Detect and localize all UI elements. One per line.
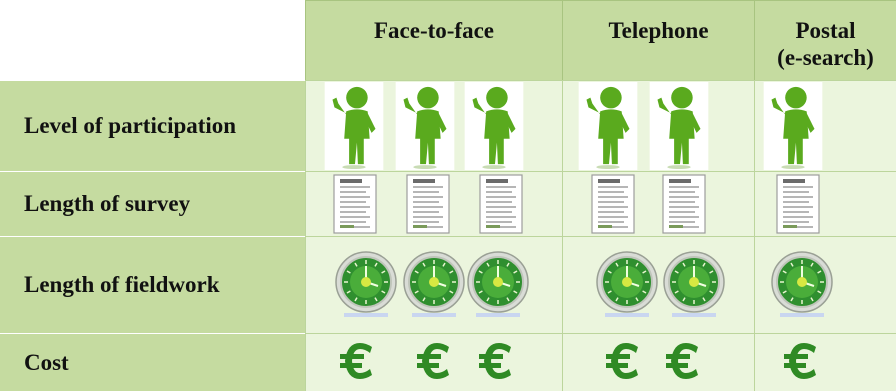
- row-label-participation: Level of participation: [0, 80, 305, 171]
- green-clock-icon: [334, 250, 398, 320]
- survey-document-icon: [332, 173, 378, 235]
- survey-document-icon: [590, 173, 636, 235]
- green-clock-icon: [662, 250, 726, 320]
- green-clock-icon: [402, 250, 466, 320]
- cell-cost-tel: [562, 333, 754, 391]
- green-clock-icon: [595, 250, 659, 320]
- survey-document-icon: [775, 173, 821, 235]
- euro-sign-icon: [604, 339, 644, 383]
- header-telephone-label: Telephone: [608, 18, 709, 43]
- survey-document-icon: [478, 173, 524, 235]
- euro-sign-icon: [664, 339, 704, 383]
- euro-sign-icon: [782, 339, 822, 383]
- euro-sign-icon: [415, 339, 455, 383]
- green-person-thumbs-up-icon: [757, 82, 829, 170]
- euro-sign-icon: [477, 339, 517, 383]
- survey-document-icon: [405, 173, 451, 235]
- row-label-fieldwork-length: Length of fieldwork: [0, 236, 305, 333]
- green-person-thumbs-up-icon: [643, 82, 715, 170]
- row-label-survey-length: Length of survey: [0, 171, 305, 236]
- green-clock-icon: [466, 250, 530, 320]
- header-postal-line1: Postal: [795, 18, 856, 43]
- green-person-thumbs-up-icon: [318, 82, 390, 170]
- survey-document-icon: [661, 173, 707, 235]
- header-postal-line2: (e-search): [777, 45, 874, 70]
- green-clock-icon: [770, 250, 834, 320]
- row-label-cost: Cost: [0, 333, 305, 391]
- green-person-thumbs-up-icon: [458, 82, 530, 170]
- cell-cost-postal: [754, 333, 896, 391]
- green-person-thumbs-up-icon: [389, 82, 461, 170]
- header-face-to-face: Face-to-face: [305, 0, 562, 80]
- green-person-thumbs-up-icon: [572, 82, 644, 170]
- euro-sign-icon: [338, 339, 378, 383]
- header-face-to-face-label: Face-to-face: [373, 18, 495, 43]
- header-telephone: Telephone: [562, 0, 754, 80]
- header-postal: Postal (e-search): [754, 0, 896, 80]
